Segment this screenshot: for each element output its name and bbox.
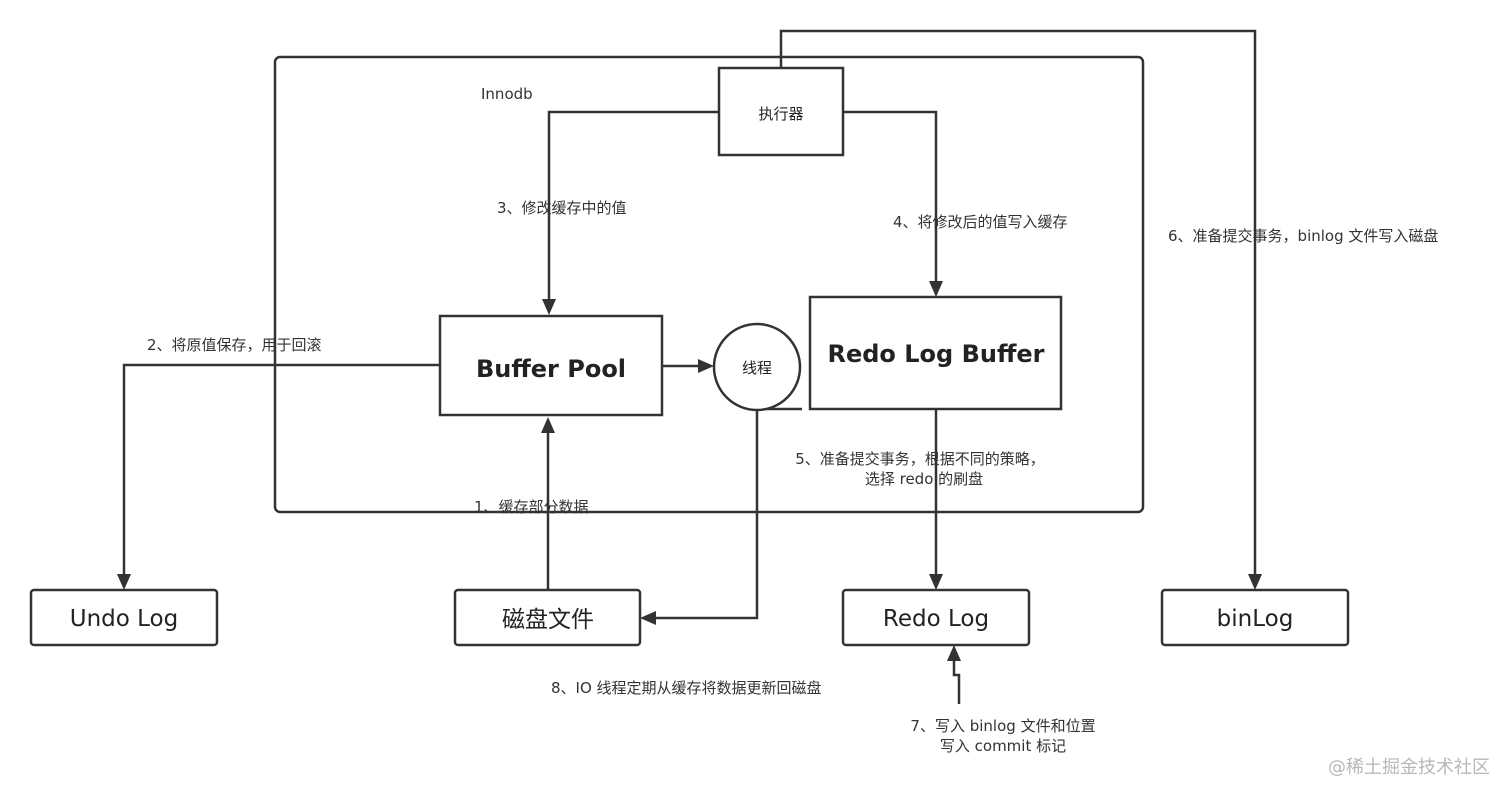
buffer-pool-box [438, 314, 664, 417]
arrowhead-redo-buffer [929, 281, 943, 297]
edge-executor-to-redo-buffer [843, 110, 938, 285]
arrowhead-thread [698, 359, 714, 373]
executor-label: 执行器 [758, 105, 803, 123]
undo-log-label: Undo Log [70, 606, 178, 632]
edge-executor-to-buffer-pool [547, 110, 719, 303]
step-5-label-line1: 5、准备提交事务，根据不同的策略， [795, 450, 1045, 468]
arrowhead-binlog [1248, 574, 1262, 590]
arrowhead-redo-log [929, 574, 943, 590]
arrowhead-buffer-pool-top [542, 299, 556, 315]
binlog-box [1160, 588, 1350, 647]
edge-thread-to-disk-file [652, 409, 759, 620]
thread-label: 线程 [742, 359, 772, 377]
redo-log-buffer-label: Redo Log Buffer [827, 340, 1044, 368]
step-5-label-line2: 选择 redo 的刷盘 [865, 470, 983, 488]
edge-executor-to-binlog [779, 29, 1257, 578]
arrowhead-undo-log [117, 574, 131, 590]
innodb-label: Innodb [481, 85, 533, 103]
watermark: @稀土掘金技术社区 [1328, 757, 1490, 778]
step-3-label: 3、修改缓存中的值 [497, 199, 627, 217]
redo-log-box [841, 588, 1031, 647]
step-1-label: 1、缓存部分数据 [474, 498, 589, 516]
undo-log-box [29, 588, 219, 647]
arrowhead-buffer-pool-bottom [541, 417, 555, 433]
step-6-label: 6、准备提交事务，binlog 文件写入磁盘 [1168, 227, 1438, 245]
disk-file-label: 磁盘文件 [502, 607, 594, 633]
step-7-label-line2: 写入 commit 标记 [940, 737, 1066, 755]
binlog-label: binLog [1217, 606, 1294, 632]
edge-step7-to-redo-log [952, 658, 961, 704]
arrowhead-disk-file [640, 611, 656, 625]
executor-box [717, 66, 845, 157]
step-2-label: 2、将原值保存，用于回滚 [147, 336, 322, 354]
innodb-container [273, 55, 1145, 514]
step-7-label-line1: 7、写入 binlog 文件和位置 [910, 717, 1095, 735]
redo-log-label: Redo Log [883, 606, 989, 632]
step-4-label: 4、将修改后的值写入缓存 [893, 213, 1068, 231]
buffer-pool-label: Buffer Pool [476, 355, 626, 383]
arrowhead-redo-log-bottom [947, 645, 961, 661]
edge-buffer-pool-to-undo-log [122, 363, 440, 578]
redo-log-buffer-box [808, 295, 1063, 411]
disk-file-box [453, 588, 642, 647]
step-8-label: 8、IO 线程定期从缓存将数据更新回磁盘 [551, 679, 822, 697]
thread-node [712, 322, 802, 412]
